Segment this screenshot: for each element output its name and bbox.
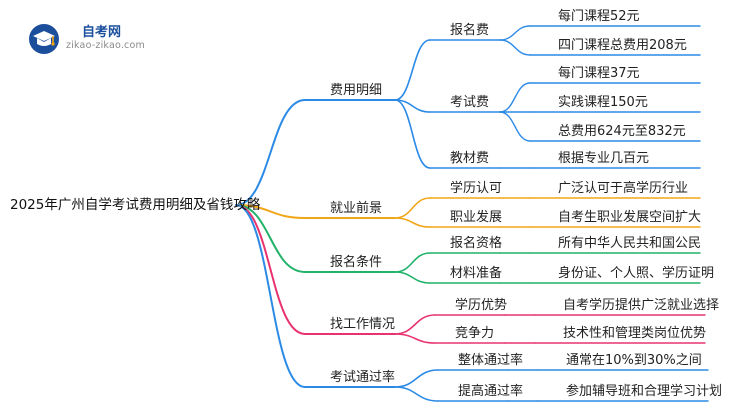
- leaf-label: 根据专业几百元: [558, 151, 650, 166]
- leaf-label: 实践课程150元: [558, 95, 648, 110]
- subtopic-label: 整体通过率: [458, 353, 524, 368]
- leaf-label: 四门课程总费用208元: [558, 38, 687, 53]
- branch-connector: [235, 204, 306, 335]
- subtopic-connector: [394, 252, 431, 273]
- leaf-connector: [499, 111, 531, 142]
- subtopic-connector: [394, 197, 431, 219]
- leaf-label: 通常在10%到30%之间: [566, 353, 702, 368]
- branch-label: 费用明细: [330, 83, 383, 98]
- mindmap-root: 2025年广州自学考试费用明细及省钱攻略: [10, 197, 261, 213]
- leaf-label: 身份证、个人照、学历证明: [558, 266, 715, 281]
- branch-label: 就业前景: [330, 201, 383, 216]
- subtopic-label: 报名费: [450, 23, 490, 38]
- leaf-label: 技术性和管理类岗位优势: [563, 326, 707, 341]
- branch-connector: [235, 204, 306, 219]
- leaf-label: 每门课程37元: [558, 66, 640, 81]
- subtopic-connector: [394, 369, 439, 388]
- subtopic-label: 报名资格: [450, 236, 503, 251]
- site-logo: 自考网 zikao-zikao.com: [26, 19, 156, 59]
- branch-label: 找工作情况: [330, 317, 396, 332]
- leaf-label: 总费用624元至832元: [558, 124, 686, 139]
- leaf-label: 自考学历提供广泛就业选择: [563, 298, 720, 313]
- branch-label: 考试通过率: [330, 370, 396, 385]
- subtopic-label: 学历优势: [455, 298, 508, 313]
- branch-connector: [235, 204, 306, 388]
- subtopic-connector: [394, 217, 431, 228]
- logo-url: zikao-zikao.com: [66, 40, 145, 51]
- leaf-label: 自考生职业发展空间扩大: [558, 210, 702, 225]
- subtopic-label: 提高通过率: [458, 384, 524, 399]
- branch-connector: [235, 99, 306, 206]
- subtopic-connector: [394, 271, 431, 284]
- subtopic-label: 职业发展: [450, 210, 503, 225]
- subtopic-connector: [394, 39, 431, 101]
- subtopic-connector: [394, 386, 439, 402]
- graduation-cap-icon: [29, 24, 59, 54]
- leaf-label: 所有中华人民共和国公民: [558, 236, 702, 251]
- subtopic-connector: [394, 99, 431, 169]
- branch-label: 报名条件: [330, 255, 383, 270]
- leaf-label: 参加辅导班和合理学习计划: [566, 384, 723, 399]
- leaf-connector: [499, 25, 531, 41]
- subtopic-label: 考试费: [450, 95, 490, 110]
- subtopic-connector: [394, 314, 436, 335]
- subtopic-label: 教材费: [450, 151, 490, 166]
- subtopic-label: 竞争力: [455, 326, 495, 341]
- leaf-connector: [499, 39, 531, 56]
- leaf-label: 广泛认可于高学历行业: [558, 181, 689, 196]
- subtopic-connector: [394, 333, 436, 344]
- branch-connector: [235, 204, 306, 273]
- subtopic-label: 材料准备: [450, 266, 503, 281]
- leaf-label: 每门课程52元: [558, 9, 640, 24]
- leaf-connector: [499, 82, 531, 113]
- subtopic-label: 学历认可: [450, 181, 503, 196]
- logo-name: 自考网: [82, 25, 122, 40]
